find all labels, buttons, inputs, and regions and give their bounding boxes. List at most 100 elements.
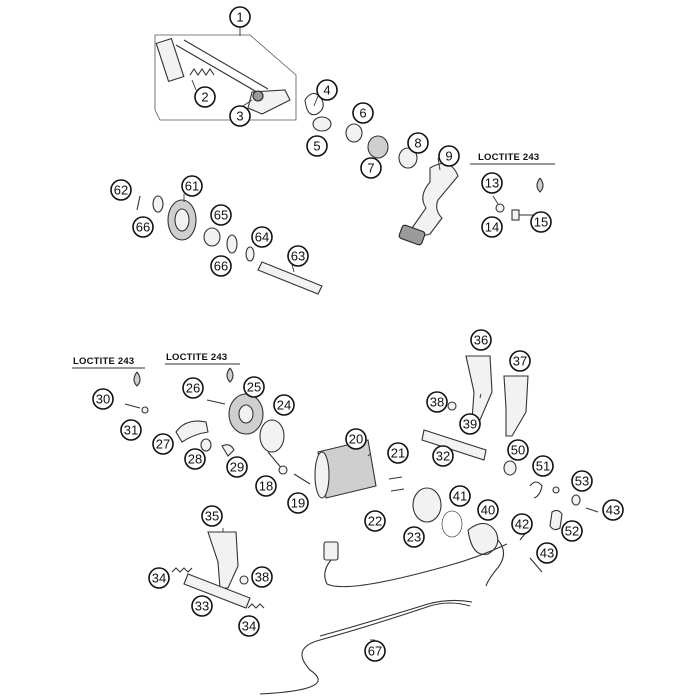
callout-43-right: 43 (602, 499, 624, 521)
washer (245, 246, 255, 262)
svg-text:67: 67 (368, 644, 382, 659)
svg-text:40: 40 (481, 503, 495, 518)
callout-64: 64 (251, 226, 273, 248)
loctite-note-left: LOCTITE 243 (73, 356, 134, 367)
screw (293, 473, 311, 485)
callout-2: 2 (194, 86, 216, 108)
pin (388, 476, 403, 480)
screw (529, 557, 543, 573)
callout-66-right: 66 (210, 255, 232, 277)
callout-7: 7 (360, 157, 382, 179)
svg-text:42: 42 (515, 517, 529, 532)
callout-43-bottom: 43 (536, 542, 558, 564)
svg-text:25: 25 (247, 380, 261, 395)
callout-3: 3 (229, 105, 251, 127)
washer (571, 494, 581, 506)
bushing (312, 116, 332, 132)
svg-text:23: 23 (407, 530, 421, 545)
svg-text:13: 13 (485, 176, 499, 191)
spring (247, 603, 265, 609)
callout-5: 5 (306, 135, 328, 157)
shift-fork (207, 531, 239, 589)
svg-text:1: 1 (236, 10, 243, 25)
callout-31: 31 (120, 419, 142, 441)
callout-40: 40 (477, 499, 499, 521)
circlip (304, 92, 324, 116)
callout-26: 26 (182, 377, 204, 399)
connector (323, 541, 339, 561)
svg-text:15: 15 (534, 215, 548, 230)
shift-pedal (411, 162, 459, 236)
bolt (206, 399, 226, 405)
assembly-frame (154, 34, 297, 121)
svg-text:43: 43 (606, 503, 620, 518)
callout-38-top: 38 (426, 391, 448, 413)
svg-text:3: 3 (236, 109, 243, 124)
callout-63: 63 (287, 245, 309, 267)
loctite-drop (226, 367, 234, 383)
loctite-drop (133, 371, 141, 387)
pin (390, 488, 405, 492)
callout-34-left: 34 (148, 567, 170, 589)
svg-text:37: 37 (513, 354, 527, 369)
loctite-drop (536, 177, 544, 193)
shaft-plate (155, 37, 185, 83)
shift-fork-right (503, 375, 529, 437)
wiring (259, 539, 508, 695)
callout-29: 29 (226, 456, 248, 478)
svg-text:30: 30 (96, 392, 110, 407)
cable (259, 602, 471, 695)
callout-25: 25 (243, 376, 265, 398)
svg-text:26: 26 (186, 381, 200, 396)
callout-15: 15 (530, 211, 552, 233)
shift-pedal-tip (398, 224, 426, 246)
svg-text:36: 36 (474, 333, 488, 348)
spring (171, 567, 193, 573)
shift-fork-left-group (171, 531, 265, 609)
idler-shaft (257, 261, 323, 295)
svg-text:52: 52 (565, 524, 579, 539)
washer (552, 486, 560, 494)
callout-14: 14 (481, 216, 503, 238)
callout-42: 42 (511, 513, 533, 535)
callout-62: 62 (110, 179, 132, 201)
svg-text:51: 51 (536, 459, 550, 474)
small-washer (495, 203, 505, 213)
shift-parts-row (304, 92, 459, 246)
locking-lever (175, 420, 209, 443)
callout-24: 24 (273, 394, 295, 416)
callout-41: 41 (449, 485, 471, 507)
washer (345, 123, 363, 143)
callout-52: 52 (561, 520, 583, 542)
callout-37: 37 (509, 350, 531, 372)
svg-text:9: 9 (445, 149, 452, 164)
washer (278, 465, 288, 475)
svg-text:38: 38 (255, 570, 269, 585)
callout-39: 39 (459, 413, 481, 435)
svg-text:24: 24 (277, 398, 291, 413)
callout-32: 32 (432, 445, 454, 467)
callout-21: 21 (387, 442, 409, 464)
svg-text:31: 31 (124, 423, 138, 438)
shift-shaft-edge (183, 39, 269, 90)
o-ring (441, 510, 463, 538)
fork-shaft (421, 429, 487, 461)
screw (585, 507, 599, 513)
fork-rod (183, 573, 251, 609)
svg-text:22: 22 (368, 514, 382, 529)
cable-edge (319, 599, 473, 637)
loctite-note-mid: LOCTITE 243 (166, 352, 227, 363)
callout-30: 30 (92, 388, 114, 410)
shift-drum-end (314, 451, 330, 499)
svg-text:19: 19 (291, 496, 305, 511)
bushing (200, 438, 212, 452)
callout-9: 9 (438, 145, 460, 167)
roller (447, 401, 457, 411)
roller (239, 575, 249, 585)
svg-text:63: 63 (291, 249, 305, 264)
sensor-wire (324, 543, 508, 588)
loctite-note-top: LOCTITE 243 (478, 152, 539, 163)
svg-text:28: 28 (188, 452, 202, 467)
svg-text:5: 5 (313, 139, 320, 154)
callout-35: 35 (201, 505, 223, 527)
